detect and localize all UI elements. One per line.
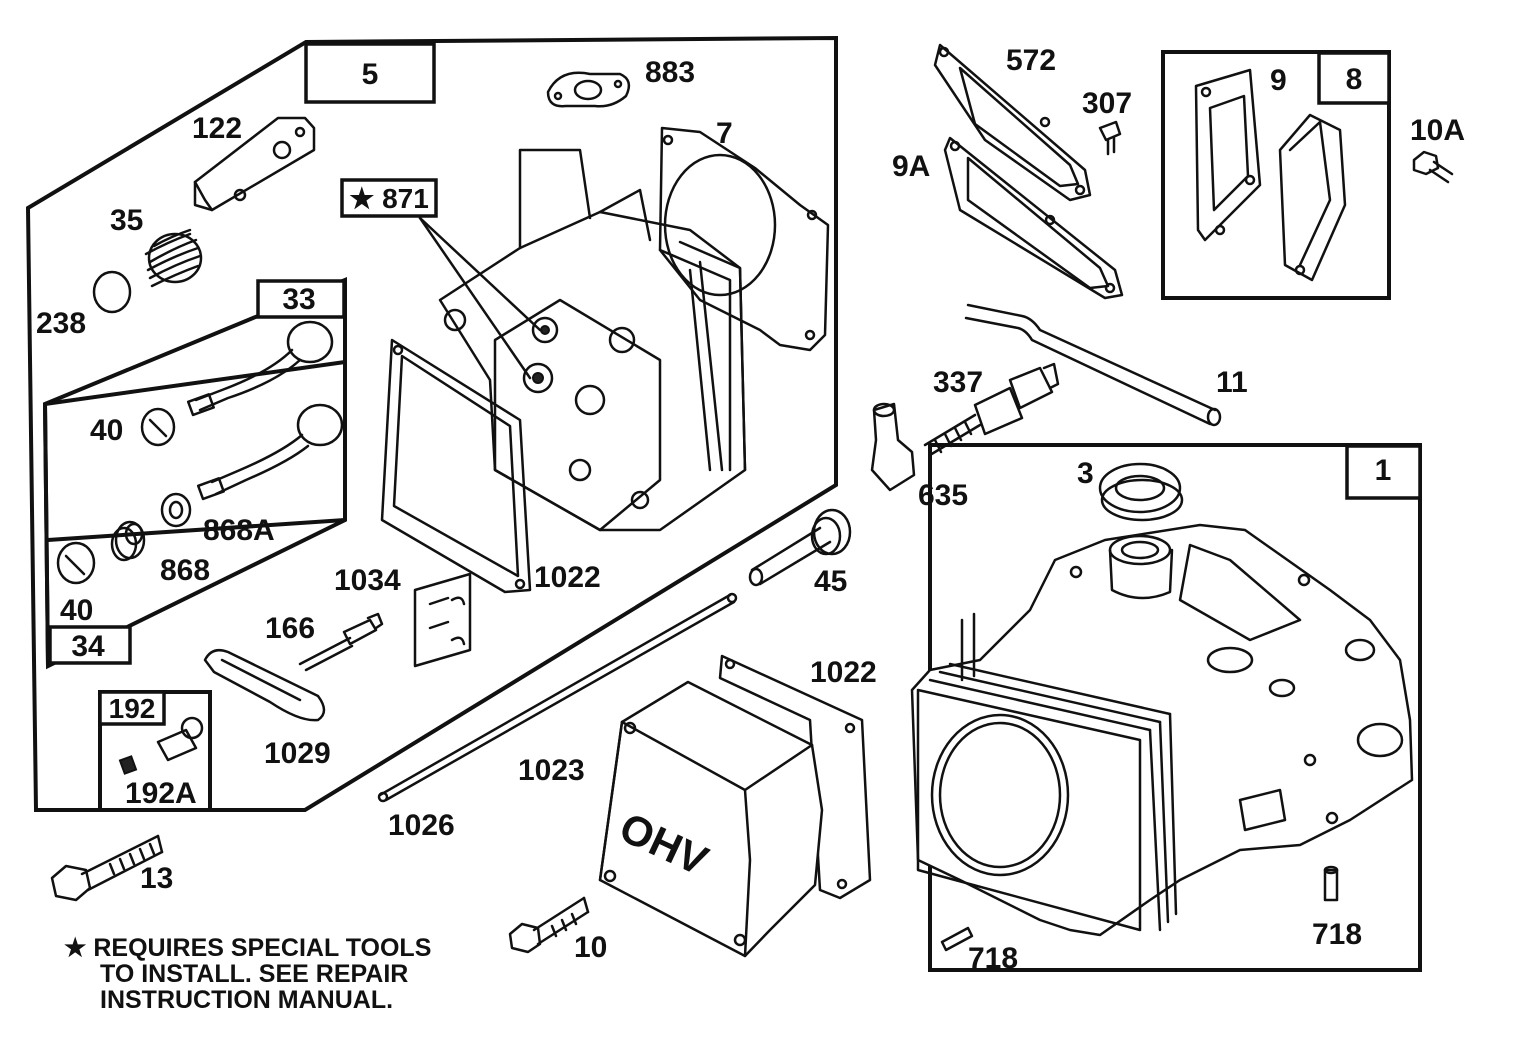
part-exhaust-valve [196, 403, 344, 501]
kit-33-tag: 33 [256, 279, 346, 319]
label-35: 35 [110, 204, 143, 237]
label-13: 13 [140, 862, 173, 895]
part-1023-valve-cover: OHV [598, 680, 824, 958]
part-1034-guide-plate [413, 572, 472, 668]
label-9a: 9A [892, 150, 930, 183]
part-572-gasket [933, 43, 1092, 202]
label-572: 572 [1006, 44, 1056, 77]
part-cylinder-block [910, 523, 1414, 937]
label-1022-right: 1022 [810, 656, 877, 689]
label-1022-left: 1022 [534, 561, 601, 594]
label-40-lower: 40 [60, 594, 93, 627]
label-238: 238 [36, 307, 86, 340]
svg-text:8: 8 [1346, 63, 1363, 96]
part-238-cap [92, 270, 132, 314]
label-192a: 192A [125, 777, 197, 810]
label-1026: 1026 [388, 809, 455, 842]
part-883-intake-gasket [546, 71, 631, 108]
part-192-adjusting-nut [156, 716, 204, 762]
part-11-breather-tube [964, 303, 1222, 427]
part-intake-valve [186, 320, 334, 417]
svg-text:34: 34 [71, 630, 105, 663]
label-307: 307 [1082, 87, 1132, 120]
part-7-intake-gasket [658, 126, 830, 352]
kit-1-tag: 1 [1345, 444, 1422, 500]
part-10-bolt [508, 896, 590, 954]
svg-text:1: 1 [1375, 454, 1392, 487]
kit-34-tag: 34 [48, 625, 132, 665]
label-1023: 1023 [518, 754, 585, 787]
svg-text:★ 871: ★ 871 [349, 183, 429, 214]
label-868a: 868A [203, 514, 275, 547]
part-1022-head-gasket-left [380, 338, 532, 594]
part-307-screw [1098, 120, 1122, 156]
label-11: 11 [1216, 366, 1248, 399]
kit-33-34-frame [42, 277, 347, 670]
label-40-upper: 40 [90, 414, 123, 447]
svg-text:192: 192 [109, 693, 156, 724]
label-9: 9 [1270, 64, 1287, 97]
part-871-callout: ★ 871 [340, 178, 542, 380]
part-45-tappet [748, 508, 852, 587]
label-718-right: 718 [1312, 918, 1362, 951]
part-1026-push-rod [377, 592, 738, 803]
part-40-retainer-upper [140, 407, 176, 447]
part-10a-screw [1412, 150, 1454, 184]
kit-192-tag: 192 [98, 690, 166, 726]
label-10a: 10A [1410, 114, 1465, 147]
part-40-retainer-lower [56, 541, 96, 585]
label-7: 7 [716, 117, 733, 150]
part-35-valve-spring [144, 228, 203, 288]
svg-text:TO INSTALL. SEE REPAIR: TO INSTALL. SEE REPAIR [100, 960, 408, 988]
kit-5-frame [25, 35, 838, 812]
part-166-rocker-stud [298, 612, 384, 672]
part-cylinder-head [438, 148, 747, 532]
part-122-plate [193, 116, 316, 212]
part-718-dowel-pin-right [1323, 865, 1339, 902]
part-635-spark-plug-boot [870, 402, 916, 492]
part-breather-assembly [1278, 113, 1347, 282]
label-3: 3 [1077, 457, 1094, 490]
label-868: 868 [160, 554, 210, 587]
part-868-seal [110, 520, 146, 562]
svg-text:33: 33 [282, 283, 315, 316]
label-337: 337 [933, 366, 983, 399]
part-3-oil-seal [1098, 462, 1184, 522]
special-tools-note: ★ REQUIRES SPECIAL TOOLS TO INSTALL. SEE… [64, 934, 431, 1014]
svg-text:INSTRUCTION MANUAL.: INSTRUCTION MANUAL. [100, 986, 393, 1014]
part-192a-set-screw [118, 755, 138, 775]
part-1022-cover-gasket [718, 654, 872, 900]
label-883: 883 [645, 56, 695, 89]
part-13-bolt [50, 834, 164, 902]
label-718-left: 718 [968, 942, 1018, 975]
label-1034: 1034 [334, 564, 401, 597]
kit-5-tag: 5 [304, 42, 436, 104]
label-1029: 1029 [264, 737, 331, 770]
svg-text:5: 5 [362, 58, 379, 91]
svg-text:★ REQUIRES SPECIAL TOOLS: ★ REQUIRES SPECIAL TOOLS [64, 934, 431, 962]
label-122: 122 [192, 112, 242, 145]
label-166: 166 [265, 612, 315, 645]
label-45: 45 [814, 565, 847, 598]
label-10: 10 [574, 931, 607, 964]
kit-8-frame [1161, 50, 1391, 300]
part-1029-rocker-arm [203, 649, 326, 722]
kit-8-tag: 8 [1317, 51, 1391, 105]
part-718-dowel-pin-left [940, 926, 974, 952]
part-9a-gasket [943, 136, 1124, 300]
label-635: 635 [918, 479, 968, 512]
part-9-breather-gasket [1194, 68, 1262, 242]
part-868a-washer [160, 492, 192, 528]
